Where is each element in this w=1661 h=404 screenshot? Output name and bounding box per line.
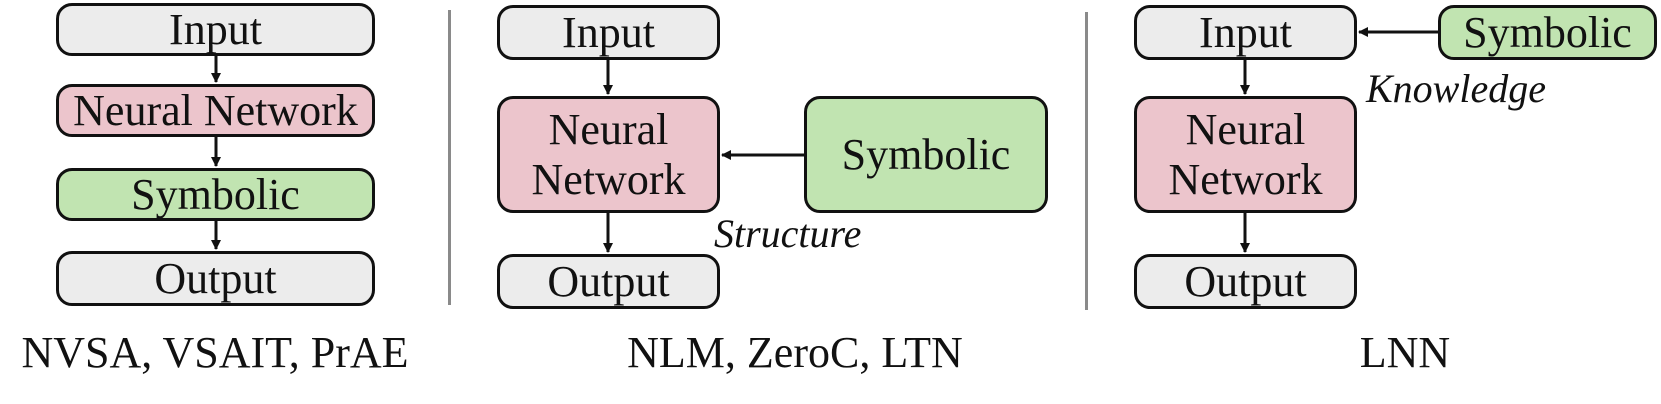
p1-output-label: Output — [154, 253, 277, 303]
p2-caption: NLM, ZeroC, LTN — [627, 328, 963, 377]
p3-input-box: Input — [1134, 5, 1357, 60]
p2-structure-label: Structure — [714, 211, 862, 256]
panel-divider-1 — [448, 10, 451, 305]
p3-neural-label-line1: Neural — [1185, 105, 1306, 155]
panel-divider-2 — [1085, 12, 1088, 310]
p3-symbolic-label: Symbolic — [1463, 7, 1632, 57]
p2-neural-network-text: Neural Network — [532, 105, 686, 204]
p3-neural-network-text: Neural Network — [1169, 105, 1323, 204]
p3-output-label: Output — [1184, 256, 1307, 306]
p3-neural-label-line2: Network — [1168, 154, 1323, 204]
p1-symbolic-label: Symbolic — [131, 169, 300, 219]
p1-input-label: Input — [169, 4, 262, 54]
p1-neural-network-label: Neural Network — [73, 85, 358, 135]
p1-neural-network-box: Neural Network — [56, 84, 375, 137]
p1-input-box: Input — [56, 3, 375, 56]
p3-symbolic-box: Symbolic — [1438, 5, 1657, 60]
p2-symbolic-box: Symbolic — [804, 96, 1048, 213]
p2-symbolic-label: Symbolic — [841, 129, 1011, 179]
p3-output-box: Output — [1134, 254, 1357, 309]
p1-symbolic-box: Symbolic — [56, 168, 375, 221]
p1-output-box: Output — [56, 251, 375, 306]
p2-input-box: Input — [497, 5, 720, 60]
p1-caption: NVSA, VSAIT, PrAE — [21, 328, 409, 377]
p2-output-box: Output — [497, 254, 720, 309]
p2-neural-network-box: Neural Network — [497, 96, 720, 213]
p3-knowledge-label: Knowledge — [1366, 66, 1546, 111]
p3-caption: LNN — [1359, 328, 1451, 377]
p3-neural-network-box: Neural Network — [1134, 96, 1357, 213]
p2-output-label: Output — [547, 256, 670, 306]
p3-input-label: Input — [1199, 7, 1292, 57]
p2-input-label: Input — [562, 7, 655, 57]
p2-neural-label-line2: Network — [531, 154, 686, 204]
p2-neural-label-line1: Neural — [548, 105, 669, 155]
